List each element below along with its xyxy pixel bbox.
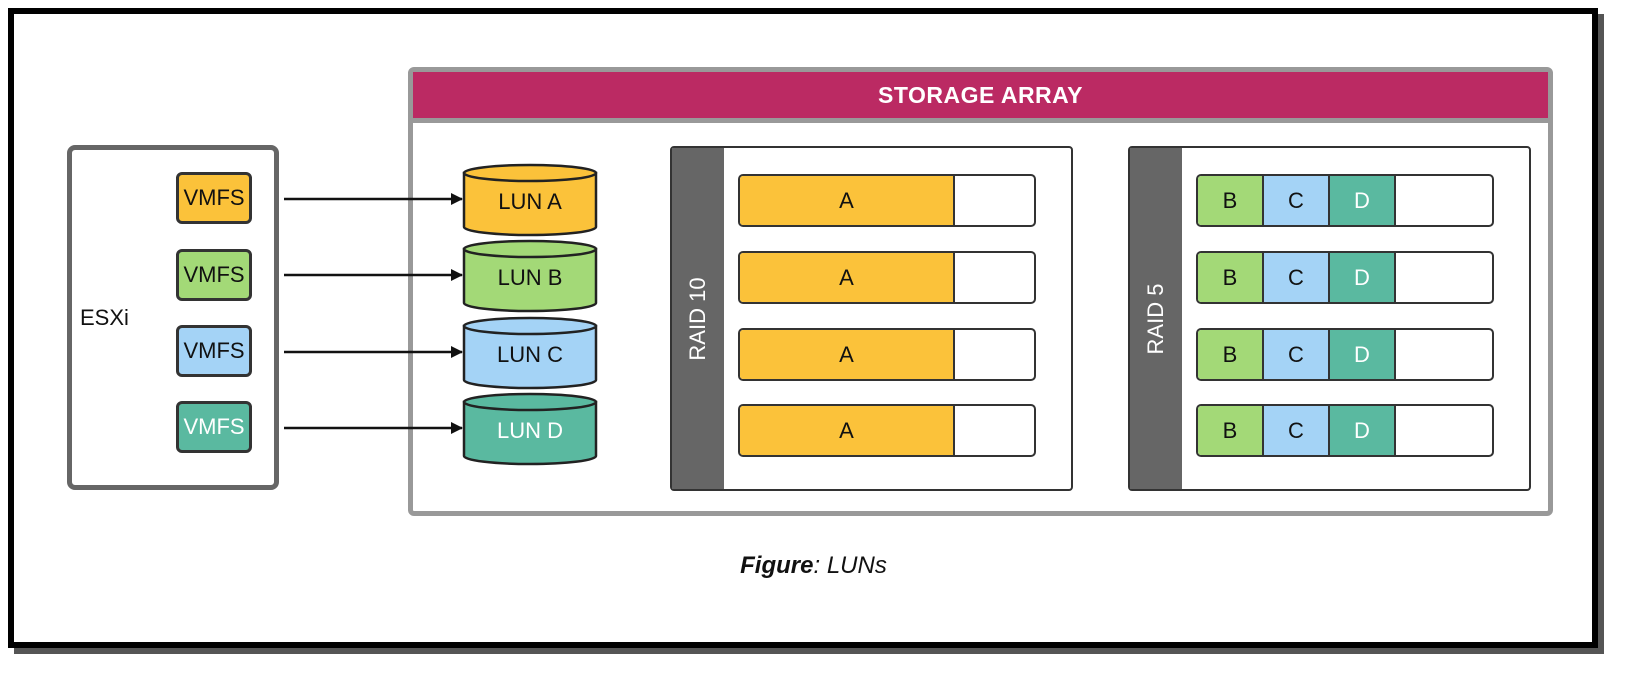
vmfs-datastore-a: VMFS bbox=[176, 172, 252, 224]
raid5-segment-d: D bbox=[1330, 406, 1396, 455]
raid10-bar: RAID 10 bbox=[672, 148, 724, 489]
esxi-host-box: ESXi VMFS VMFS VMFS VMFS bbox=[67, 145, 279, 490]
caption-rest: : LUNs bbox=[813, 552, 887, 579]
raid10-segment-a: A bbox=[740, 176, 955, 225]
raid10-disk-0: A bbox=[738, 174, 1036, 227]
raid10-disk-1: A bbox=[738, 251, 1036, 304]
storage-array-title: STORAGE ARRAY bbox=[413, 72, 1548, 123]
raid5-segment-d: D bbox=[1330, 330, 1396, 379]
raid5-bar: RAID 5 bbox=[1130, 148, 1182, 489]
raid10-label: RAID 10 bbox=[685, 276, 710, 361]
raid10-disk-3: A bbox=[738, 404, 1036, 457]
raid10-segment-a: A bbox=[740, 330, 955, 379]
raid5-label: RAID 5 bbox=[1143, 283, 1168, 354]
raid10-segment-a: A bbox=[740, 253, 955, 302]
esxi-label: ESXi bbox=[80, 305, 129, 330]
caption-bold: Figure bbox=[740, 552, 814, 579]
vmfs-datastore-d: VMFS bbox=[176, 401, 252, 453]
raid5-segment-b: B bbox=[1198, 330, 1264, 379]
raid5-segment-c: C bbox=[1264, 253, 1330, 302]
raid5-segment-c: C bbox=[1264, 176, 1330, 225]
raid10-disk-2: A bbox=[738, 328, 1036, 381]
raid5-segment-b: B bbox=[1198, 253, 1264, 302]
raid10-segment-a: A bbox=[740, 406, 955, 455]
raid5-segment-c: C bbox=[1264, 406, 1330, 455]
raid5-segment-c: C bbox=[1264, 330, 1330, 379]
figure-caption: Figure: LUNs bbox=[0, 552, 1627, 580]
raid5-segment-d: D bbox=[1330, 176, 1396, 225]
raid5-segment-d: D bbox=[1330, 253, 1396, 302]
raid5-segment-b: B bbox=[1198, 406, 1264, 455]
vmfs-datastore-b: VMFS bbox=[176, 249, 252, 301]
raid5-segment-b: B bbox=[1198, 176, 1264, 225]
vmfs-datastore-c: VMFS bbox=[176, 325, 252, 377]
